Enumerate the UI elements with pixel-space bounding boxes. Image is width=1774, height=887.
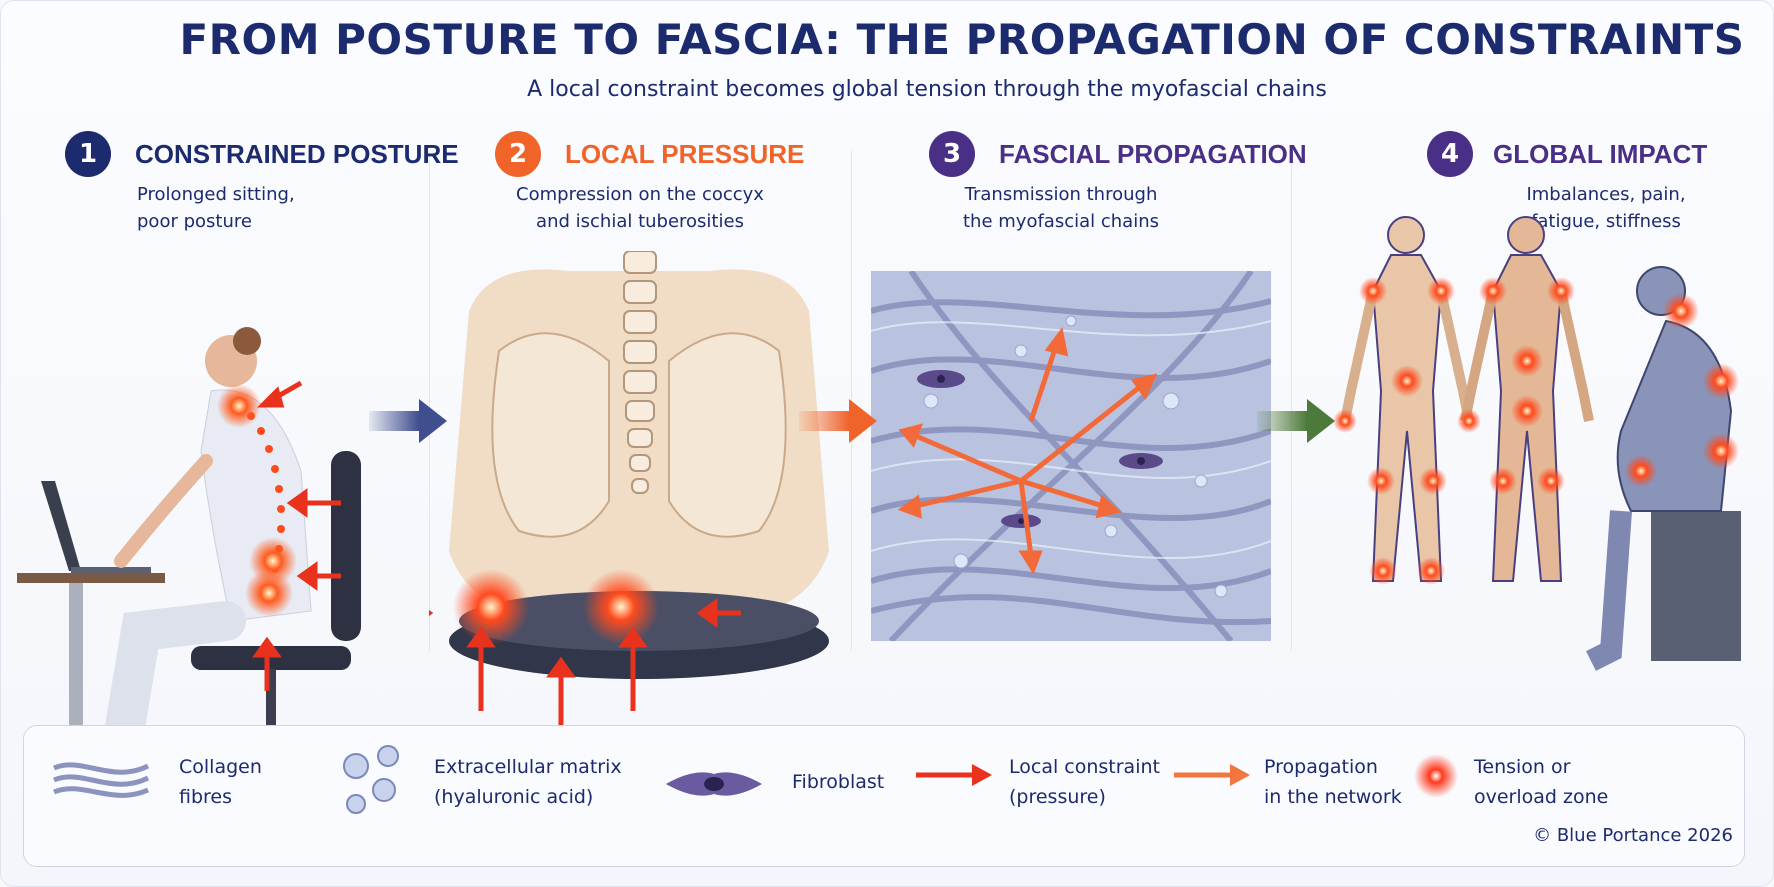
step-1-description: Prolonged sitting, poor posture bbox=[137, 181, 295, 235]
panel-divider bbox=[1291, 151, 1292, 651]
step-2-description: Compression on the coccyx and ischial tu… bbox=[429, 181, 851, 235]
legend-fibroblast: Fibroblast bbox=[792, 767, 884, 797]
step-3-description: Transmission through the myofascial chai… bbox=[851, 181, 1271, 235]
step-4-line-1: Imbalances, pain, bbox=[1526, 184, 1686, 205]
legend: Collagen fibres Extracellular matrix (hy… bbox=[23, 725, 1745, 867]
legend-local-constraint-line-2: (pressure) bbox=[1009, 786, 1106, 808]
extracellular-matrix-icon bbox=[343, 745, 399, 814]
orange-arrow-icon bbox=[1174, 764, 1250, 786]
panel-divider bbox=[429, 151, 430, 651]
step-2-badge: 2 bbox=[495, 131, 541, 177]
step-1-line-2: poor posture bbox=[137, 211, 252, 232]
legend-tension-zone-line-2: overload zone bbox=[1474, 786, 1609, 808]
step-2-title: LOCAL PRESSURE bbox=[565, 139, 805, 169]
legend-tension-zone-line-1: Tension or bbox=[1474, 756, 1571, 778]
legend-tension-zone: Tension or overload zone bbox=[1474, 752, 1608, 812]
legend-matrix-line-1: Extracellular matrix bbox=[434, 756, 622, 778]
step-4-description: Imbalances, pain, fatigue, stiffness bbox=[1496, 181, 1716, 235]
page-title: FROM POSTURE TO FASCIA: THE PROPAGATION … bbox=[179, 15, 1745, 64]
step-1-line-1: Prolonged sitting, bbox=[137, 184, 295, 205]
legend-matrix-line-2: (hyaluronic acid) bbox=[434, 786, 594, 808]
legend-propagation-line-1: Propagation bbox=[1264, 756, 1378, 778]
tension-zone-icon bbox=[1414, 754, 1458, 798]
legend-propagation-line-2: in the network bbox=[1264, 786, 1402, 808]
fibroblast-icon bbox=[666, 772, 762, 796]
step-1-badge: 1 bbox=[65, 131, 111, 177]
legend-collagen: Collagen fibres bbox=[179, 752, 262, 812]
step-2-line-2: and ischial tuberosities bbox=[536, 211, 744, 232]
step-4-badge: 4 bbox=[1427, 131, 1473, 177]
step-2-line-1: Compression on the coccyx bbox=[516, 184, 764, 205]
legend-local-constraint: Local constraint (pressure) bbox=[1009, 752, 1160, 812]
transition-arrow-3-icon bbox=[1257, 399, 1335, 443]
transition-arrow-1-icon bbox=[369, 399, 447, 443]
step-3-line-2: the myofascial chains bbox=[963, 211, 1159, 232]
step-1-panel: 1 CONSTRAINED POSTURE Prolonged sitting,… bbox=[1, 131, 459, 813]
step-3-line-1: Transmission through bbox=[964, 184, 1158, 205]
step-2-panel: 2 LOCAL PRESSURE Compression on the cocc… bbox=[429, 131, 851, 731]
step-3-panel: 3 FASCIAL PROPAGATION Transmission throu… bbox=[851, 131, 1307, 686]
collagen-fibres-icon bbox=[53, 762, 150, 798]
step-1-title: CONSTRAINED POSTURE bbox=[135, 139, 459, 169]
red-arrow-icon bbox=[916, 764, 992, 786]
legend-collagen-line-1: Collagen bbox=[179, 756, 262, 778]
legend-matrix: Extracellular matrix (hyaluronic acid) bbox=[434, 752, 622, 812]
step-3-badge: 3 bbox=[929, 131, 975, 177]
body-impact-illustration bbox=[1333, 216, 1741, 671]
step-4-line-2: fatigue, stiffness bbox=[1531, 211, 1681, 232]
copyright-text: © Blue Portance 2026 bbox=[1533, 825, 1733, 846]
legend-propagation: Propagation in the network bbox=[1264, 752, 1402, 812]
transition-arrow-2-icon bbox=[799, 399, 877, 443]
legend-local-constraint-line-1: Local constraint bbox=[1009, 756, 1160, 778]
step-4-title: GLOBAL IMPACT bbox=[1493, 139, 1708, 169]
step-3-title: FASCIAL PROPAGATION bbox=[999, 139, 1307, 169]
pelvis-illustration bbox=[429, 251, 829, 731]
page-subtitle: A local constraint becomes global tensio… bbox=[527, 77, 1327, 102]
legend-collagen-line-2: fibres bbox=[179, 786, 233, 808]
step-4-panel: 4 GLOBAL IMPACT Imbalances, pain, fatigu… bbox=[1291, 131, 1773, 686]
legend-fibroblast-line-1: Fibroblast bbox=[792, 771, 885, 793]
fascia-network-illustration bbox=[871, 271, 1271, 641]
